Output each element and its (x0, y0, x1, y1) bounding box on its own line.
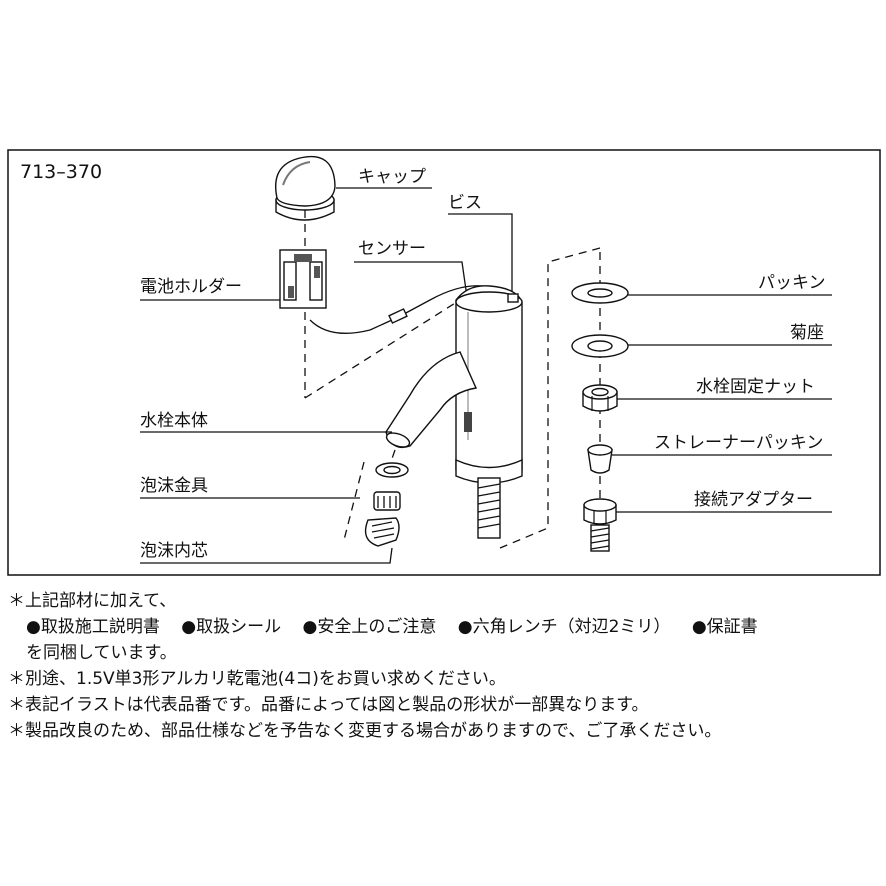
label-faucet-body: 水栓本体 (140, 411, 208, 431)
model-number: 713–370 (20, 161, 102, 183)
label-packing: パッキン (758, 273, 826, 293)
note-line-5: ＊製品改良のため、部品仕様などを予告なく変更する場合がありますので、ご了承くださ… (8, 721, 722, 741)
aerator-fitting-part (375, 462, 409, 478)
notes-section: ＊上記部材に加えて、 ●取扱施工説明書 ●取扱シール ●安全上のご注意 ●六角レ… (8, 588, 886, 744)
included-item: ●取扱施工説明書 (26, 617, 160, 637)
screw-leader (448, 213, 513, 298)
label-battery-holder: 電池ホルダー (140, 277, 242, 297)
included-item: ●取扱シール (181, 617, 282, 637)
note-line-1: ＊上記部材に加えて、 (8, 591, 177, 611)
faucet-body-part (385, 285, 523, 539)
label-aerator-core: 泡沫内芯 (140, 541, 208, 561)
label-adapter: 接続アダプター (694, 490, 813, 510)
included-item: ●保証書 (691, 617, 758, 637)
included-item: ●六角レンチ（対辺2ミリ） (457, 617, 671, 637)
label-strainer-packing: ストレーナーパッキン (654, 433, 823, 453)
aerator-core-leader (140, 547, 393, 564)
note-line-3: ＊別途、1.5V単3形アルカリ乾電池(4コ)をお買い求めください。 (8, 669, 506, 689)
label-cap: キャップ (358, 167, 426, 187)
label-sensor: センサー (358, 239, 426, 259)
right-bracket-dash (499, 247, 601, 549)
aerator-dash (343, 449, 396, 541)
label-seat: 菊座 (790, 323, 824, 343)
note-line-4: ＊表記イラストは代表品番です。品番によっては図と製品の形状が一部異なります。 (8, 695, 649, 715)
label-screw: ビス (448, 193, 482, 213)
included-items-list: ●取扱施工説明書 ●取扱シール ●安全上のご注意 ●六角レンチ（対辺2ミリ） ●… (8, 614, 886, 640)
seat-part (571, 334, 629, 358)
strainer-packing-part (587, 444, 613, 474)
cap-part (275, 155, 336, 221)
fixing-nut-part (582, 384, 618, 412)
holder-dash-diag (304, 299, 461, 399)
adapter-part (583, 498, 617, 552)
cable-connector (388, 308, 408, 324)
battery-holder-part (279, 249, 327, 309)
note-line-2: を同梱しています。 (26, 643, 177, 663)
aerator-core-part (364, 491, 401, 547)
packing-part (571, 282, 629, 304)
diagram-frame (7, 149, 881, 576)
label-fixing-nut: 水栓固定ナット (696, 377, 815, 397)
included-item: ●安全上のご注意 (302, 617, 437, 637)
label-aerator-fitting: 泡沫金具 (140, 476, 208, 496)
